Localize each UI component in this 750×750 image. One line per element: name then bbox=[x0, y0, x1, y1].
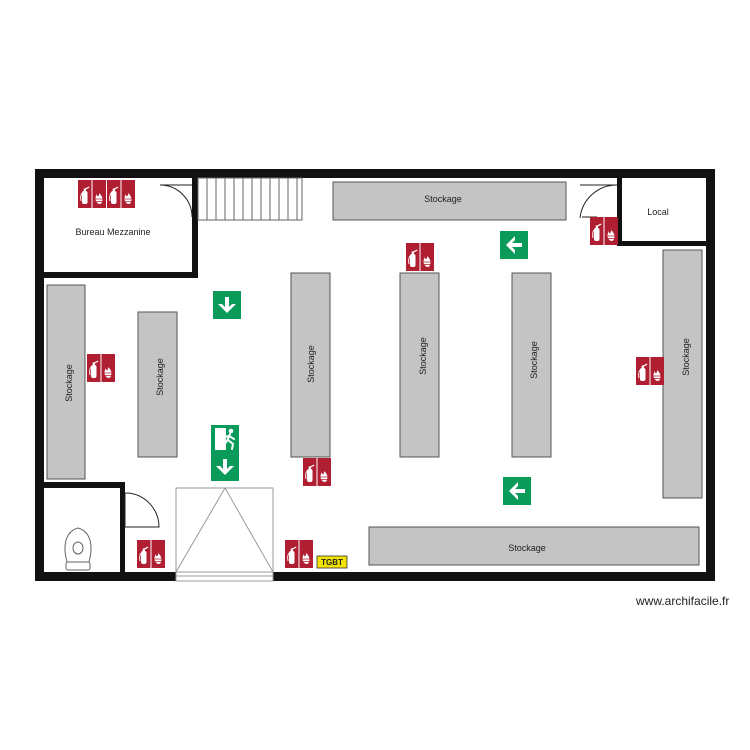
storage-top: Stockage bbox=[332, 181, 567, 221]
storage-label: Stockage bbox=[529, 341, 539, 379]
exit-signs bbox=[211, 231, 531, 505]
storage-label: Stockage bbox=[64, 364, 74, 402]
emergency-exit-icon bbox=[211, 425, 239, 453]
room-label-bureau: Bureau Mezzanine bbox=[75, 227, 150, 237]
storage-racks: Stockage Stockage Stockage Stockage Stoc… bbox=[46, 181, 703, 566]
storage-aisle-4: Stockage bbox=[511, 272, 552, 458]
storage-label: Stockage bbox=[508, 543, 546, 553]
exit-arrow-icon bbox=[500, 231, 528, 259]
storage-aisle-2: Stockage bbox=[290, 272, 331, 458]
fire-extinguisher-icon bbox=[405, 242, 435, 272]
storage-aisle-3: Stockage bbox=[399, 272, 440, 458]
storage-label: Stockage bbox=[681, 338, 691, 376]
walls bbox=[35, 169, 715, 581]
panel-label: TGBT bbox=[321, 558, 343, 567]
storage-bottom: Stockage bbox=[368, 526, 700, 566]
door-swings bbox=[124, 184, 618, 528]
exit-arrow-icon bbox=[213, 291, 241, 319]
staircase bbox=[197, 177, 303, 221]
electrical-panel: TGBT bbox=[316, 555, 348, 569]
fire-extinguisher-icon bbox=[302, 457, 332, 487]
storage-label: Stockage bbox=[424, 194, 462, 204]
fire-extinguisher-icon bbox=[284, 539, 314, 569]
fire-extinguisher-icon bbox=[635, 356, 665, 386]
storage-label: Stockage bbox=[418, 337, 428, 375]
exit-arrow-icon bbox=[503, 477, 531, 505]
storage-aisle-1: Stockage bbox=[137, 311, 178, 458]
fire-extinguisher-icon bbox=[106, 179, 136, 209]
storage-label: Stockage bbox=[155, 358, 165, 396]
credit-link[interactable]: www.archifacile.fr bbox=[636, 594, 730, 608]
storage-left: Stockage bbox=[46, 284, 86, 480]
fire-extinguisher-icon bbox=[136, 539, 166, 569]
storage-right: Stockage bbox=[662, 249, 703, 499]
fire-extinguisher-icon bbox=[589, 216, 619, 246]
storage-label: Stockage bbox=[306, 345, 316, 383]
loading-door bbox=[175, 487, 274, 582]
toilet-icon bbox=[64, 527, 92, 571]
exit-arrow-icon bbox=[211, 453, 239, 481]
room-label-local: Local bbox=[647, 207, 669, 217]
fire-extinguisher-icon bbox=[77, 179, 107, 209]
fire-extinguisher-icon bbox=[86, 353, 116, 383]
